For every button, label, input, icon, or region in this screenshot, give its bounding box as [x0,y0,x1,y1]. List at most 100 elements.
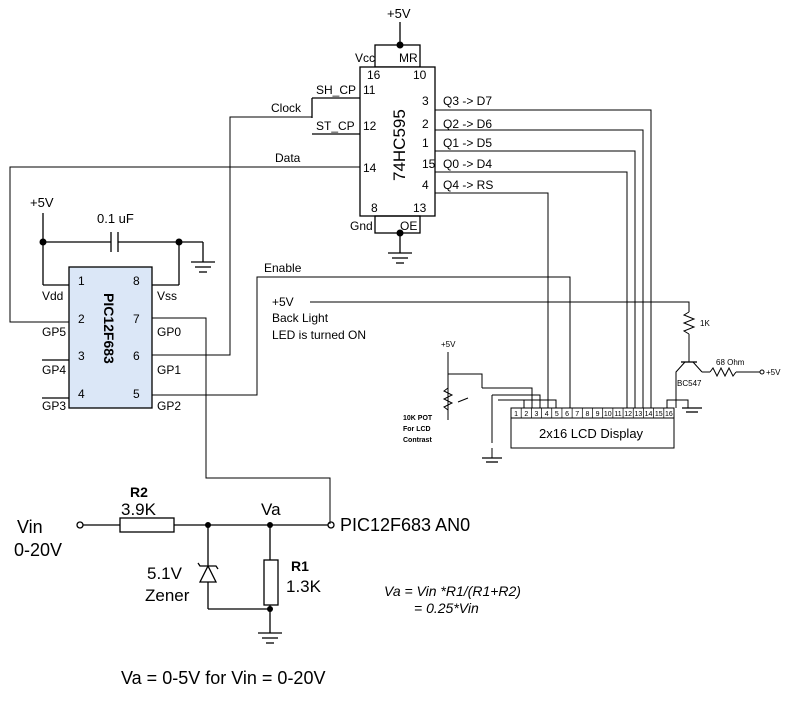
control-signals: Clock Data Enable [9,101,571,408]
lcd-pin-8: 8 [585,411,589,418]
lcd-pin-7: 7 [575,411,579,418]
wire-q1-d5 [435,150,636,408]
sr-pin-14: 14 [363,161,377,175]
vin-terminal [76,521,84,529]
mcu-lbl-gp3: GP3 [42,399,66,413]
transistor-label: BC547 [677,379,702,388]
mcu-pin3: 3 [78,349,85,363]
lcd-pin-11: 11 [614,411,621,418]
ground-junction [267,606,273,612]
lcd-pin-6: 6 [565,411,569,418]
wire-q0-d4 [435,171,628,408]
pot-label-line3: Contrast [403,437,432,444]
formula-line2: = 0.25*Vin [414,600,479,616]
sr-out-q0: Q0 -> D4 [443,157,492,171]
pot-label-line1: 10K POT [403,415,433,422]
mcu-lbl-gp1: GP1 [157,363,181,377]
base-resistor-1k [682,311,696,335]
enable-wire [152,276,571,408]
backlight-note-line1: Back Light [272,311,329,325]
sr-pin-stcp-label: ST_CP [316,119,355,133]
lcd-pin-9: 9 [596,411,600,418]
mcu-part-name: PIC12F683 [101,293,117,364]
led-resistor-68ohm [709,366,737,378]
mcu-lbl-gp2: GP2 [157,399,181,413]
sr-pin-shcp-label: SH_CP [316,83,356,97]
range-summary: Va = 0-5V for Vin = 0-20V [121,668,325,688]
mcu-lbl-vss: Vss [157,289,177,303]
sr-pin-3: 3 [422,94,429,108]
vin-label: Vin [17,517,43,537]
r1-name: R1 [291,558,309,574]
shift-register-74hc595: +5V Vcc MR 16 10 74HC595 SH_CP 11 ST_CP … [311,6,493,264]
pot-supply-label: +5V [441,340,456,349]
sr-pin-13: 13 [413,201,427,215]
enable-label: Enable [264,261,302,275]
backlight-supply-wire [310,301,690,312]
va-label: Va [261,500,281,519]
zener-bar [197,562,219,570]
gp0-to-an0-wire [152,317,331,524]
lcd-title: 2x16 LCD Display [539,426,644,441]
wire-q4-rs [435,192,549,408]
mcu-pic12f683: +5V 0.1 uF PIC12F683 1 2 3 4 8 7 6 5 Vdd… [30,195,331,524]
sr-pin-oe-label: OE [400,219,417,233]
r2-resistor [119,517,175,533]
vin-range-label: 0-20V [14,540,62,560]
sr-out-q1: Q1 -> D5 [443,136,492,150]
base-resistor-label: 1K [700,319,710,328]
an0-label: PIC12F683 AN0 [340,515,470,535]
r2-value: 3.9K [121,500,157,519]
cap-value-label: 0.1 uF [97,211,134,226]
mcu-lbl-gp4: GP4 [42,363,66,377]
transistor-emitter [692,361,703,373]
lcd-pin-3: 3 [535,411,539,418]
pot-resistor [442,387,454,411]
lcd-pin-10: 10 [604,411,612,418]
transistor-collector [675,361,686,408]
mcu-supply-label: +5V [30,195,54,210]
sr-pin-15: 15 [422,157,436,171]
zener-value: 5.1V [147,564,183,583]
sr-pin-1: 1 [422,136,429,150]
mcu-pin4: 4 [78,387,85,401]
mcu-lbl-gp0: GP0 [157,325,181,339]
lcd-k-wire [666,399,689,408]
mcu-pin7: 7 [133,312,140,326]
sr-out-q3: Q3 -> D7 [443,94,492,108]
r2-name: R2 [130,484,148,500]
sr-pin-4: 4 [422,178,429,192]
backlight-note-line2: LED is turned ON [272,328,366,342]
mcu-pin6: 6 [133,349,140,363]
lcd-rw-wire [498,399,557,408]
led-resistor-label: 68 Ohm [716,358,745,367]
mcu-lbl-gp5: GP5 [42,325,66,339]
sr-pin-mr-label: MR [399,51,418,65]
lcd-pin-13: 13 [634,411,642,418]
sr-out-q2: Q2 -> D6 [443,117,492,131]
mcu-lbl-vdd: Vdd [42,289,63,303]
sr-part-name: 74HC595 [390,109,409,181]
sr-pin-10: 10 [413,68,427,82]
sr-pin-11: 11 [363,83,376,97]
mcu-pin5: 5 [133,387,140,401]
lcd-pin-1: 1 [514,411,518,418]
r1-value: 1.3K [286,577,322,596]
backlight-note: +5V Back Light LED is turned ON [272,295,690,342]
input-divider: Vin 0-20V R2 3.9K Va PIC12F683 AN0 5.1V … [14,484,521,688]
sr-body [359,66,436,217]
lcd-data-bus [435,109,652,408]
mcu-pin1: 1 [78,274,85,288]
lcd-pin-5: 5 [555,411,559,418]
backlight-supply-label: +5V [272,295,294,309]
sr-pin-2: 2 [422,117,429,131]
backlight-driver: 1K BC547 68 Ohm +5V [666,311,781,413]
mcu-pin8: 8 [133,274,140,288]
led-supply-label: +5V [766,368,781,377]
formula-line1: Va = Vin *R1/(R1+R2) [384,583,521,599]
sr-pin-8: 8 [371,201,378,215]
